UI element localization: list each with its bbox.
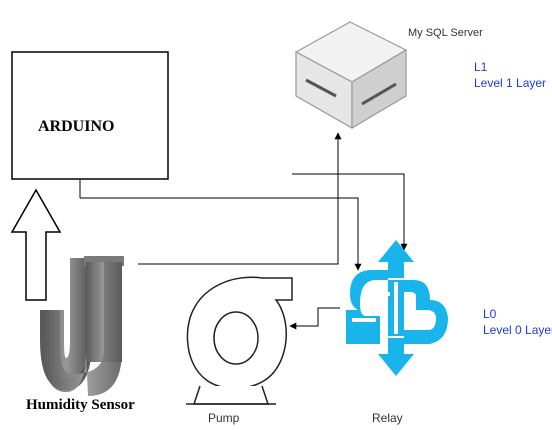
up-arrow-icon [10,188,62,301]
server-to-relay-line [292,173,408,251]
centrifugal-pump-icon [186,276,293,405]
server-box-icon [294,21,408,130]
arduino-label: ARDUINO [38,118,115,135]
l1-code-label: L1 [474,60,488,74]
arduino-to-relay-line [80,197,362,271]
humidity-sensor-label: Humidity Sensor [26,397,135,413]
l0-name-label: Level 0 Layer [483,323,552,337]
relay-arrows-icon [346,240,448,376]
u-pipe-icon [40,256,124,396]
relay-label: Relay [372,411,403,425]
sensor-to-server-line [138,132,342,265]
l0-code-label: L0 [483,307,497,321]
sql-server-label: My SQL Server [408,27,483,39]
l1-name-label: Level 1 Layer [474,76,547,90]
arduino-box [11,51,169,180]
pump-label: Pump [208,411,240,425]
relay-to-pump-line [289,307,340,330]
